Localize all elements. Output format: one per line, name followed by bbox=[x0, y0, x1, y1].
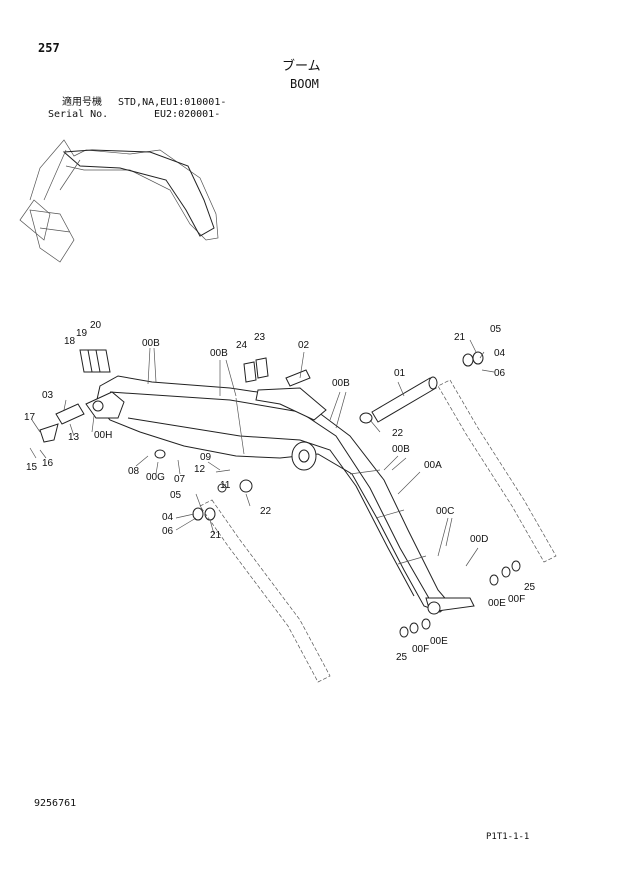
callout-03: 03 bbox=[42, 390, 54, 401]
serial-std-range: STD,NA,EU1:010001- bbox=[118, 97, 227, 108]
title-japanese: ブーム bbox=[282, 59, 321, 74]
document-number: 9256761 bbox=[34, 798, 77, 809]
callout-12: 12 bbox=[194, 464, 206, 475]
callout-18: 18 bbox=[64, 336, 76, 347]
page-title: BOOM bbox=[290, 77, 319, 91]
callout-21-top: 21 bbox=[454, 332, 466, 343]
callout-labels: 18 19 20 00B 00B 24 23 02 21 05 04 06 01… bbox=[24, 320, 536, 663]
callout-16: 16 bbox=[42, 458, 54, 469]
callout-07: 07 bbox=[174, 474, 186, 485]
callout-00H: 00H bbox=[94, 430, 112, 441]
serial-eu2-range: EU2:020001- bbox=[154, 109, 221, 120]
callout-05-low: 05 bbox=[170, 490, 182, 501]
page-code: P1T1-1-1 bbox=[486, 832, 530, 842]
callout-00G: 00G bbox=[146, 472, 165, 483]
callout-24: 24 bbox=[236, 340, 248, 351]
callout-25-right: 25 bbox=[524, 582, 536, 593]
callout-06-top: 06 bbox=[494, 368, 506, 379]
callout-08: 08 bbox=[128, 466, 140, 477]
boom-body bbox=[85, 375, 475, 615]
callout-00E-right: 00E bbox=[488, 598, 506, 609]
callout-00F-bottom: 00F bbox=[412, 644, 429, 655]
callout-25-bottom: 25 bbox=[396, 652, 408, 663]
callout-01: 01 bbox=[394, 368, 406, 379]
callout-22-low: 22 bbox=[260, 506, 272, 517]
callout-00D: 00D bbox=[470, 534, 488, 545]
callout-04-top: 04 bbox=[494, 348, 506, 359]
callout-19: 19 bbox=[76, 328, 88, 339]
callout-11: 11 bbox=[220, 480, 231, 491]
callout-02: 02 bbox=[298, 340, 310, 351]
callout-00A: 00A bbox=[424, 460, 442, 471]
leader-lines bbox=[29, 339, 495, 567]
callout-15: 15 bbox=[26, 462, 38, 473]
callout-00E-bottom: 00E bbox=[430, 636, 448, 647]
page-number: 257 bbox=[38, 41, 60, 55]
serial-label-jp: 適用号機 bbox=[62, 97, 102, 108]
cylinders bbox=[199, 379, 557, 683]
callout-21-low: 21 bbox=[210, 530, 222, 541]
pins bbox=[39, 349, 521, 638]
excavator-thumbnail bbox=[19, 139, 219, 263]
callout-22-top: 22 bbox=[392, 428, 404, 439]
callout-23: 23 bbox=[254, 332, 266, 343]
callout-00C: 00C bbox=[436, 506, 454, 517]
callout-00B-a: 00B bbox=[142, 338, 160, 349]
serial-label-en: Serial No. bbox=[48, 109, 109, 120]
callout-00F-right: 00F bbox=[508, 594, 525, 605]
callout-17: 17 bbox=[24, 412, 36, 423]
callout-09: 09 bbox=[200, 452, 212, 463]
callout-04-low: 04 bbox=[162, 512, 174, 523]
callout-20: 20 bbox=[90, 320, 102, 331]
callout-13: 13 bbox=[68, 432, 80, 443]
callout-00B-b: 00B bbox=[210, 348, 228, 359]
callout-06-low: 06 bbox=[162, 526, 174, 537]
callout-05-top: 05 bbox=[490, 324, 502, 335]
callout-00B-d: 00B bbox=[392, 444, 410, 455]
callout-00B-c: 00B bbox=[332, 378, 350, 389]
